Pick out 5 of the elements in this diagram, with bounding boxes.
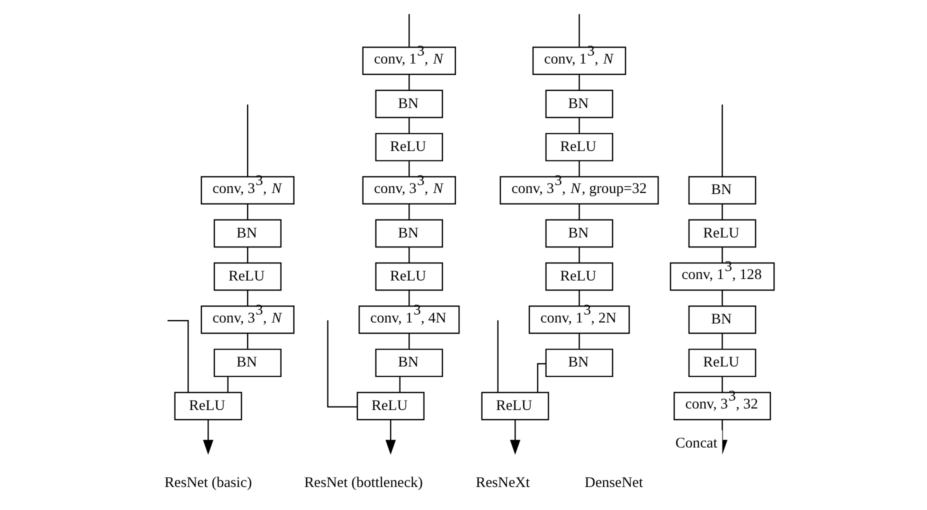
label: ResNet (bottleneck) <box>304 475 422 492</box>
label: ResNeXt <box>475 475 530 492</box>
label: DenseNet <box>584 475 642 492</box>
edge-label: Concat <box>674 436 717 452</box>
label: ResNet (basic) <box>164 475 252 492</box>
